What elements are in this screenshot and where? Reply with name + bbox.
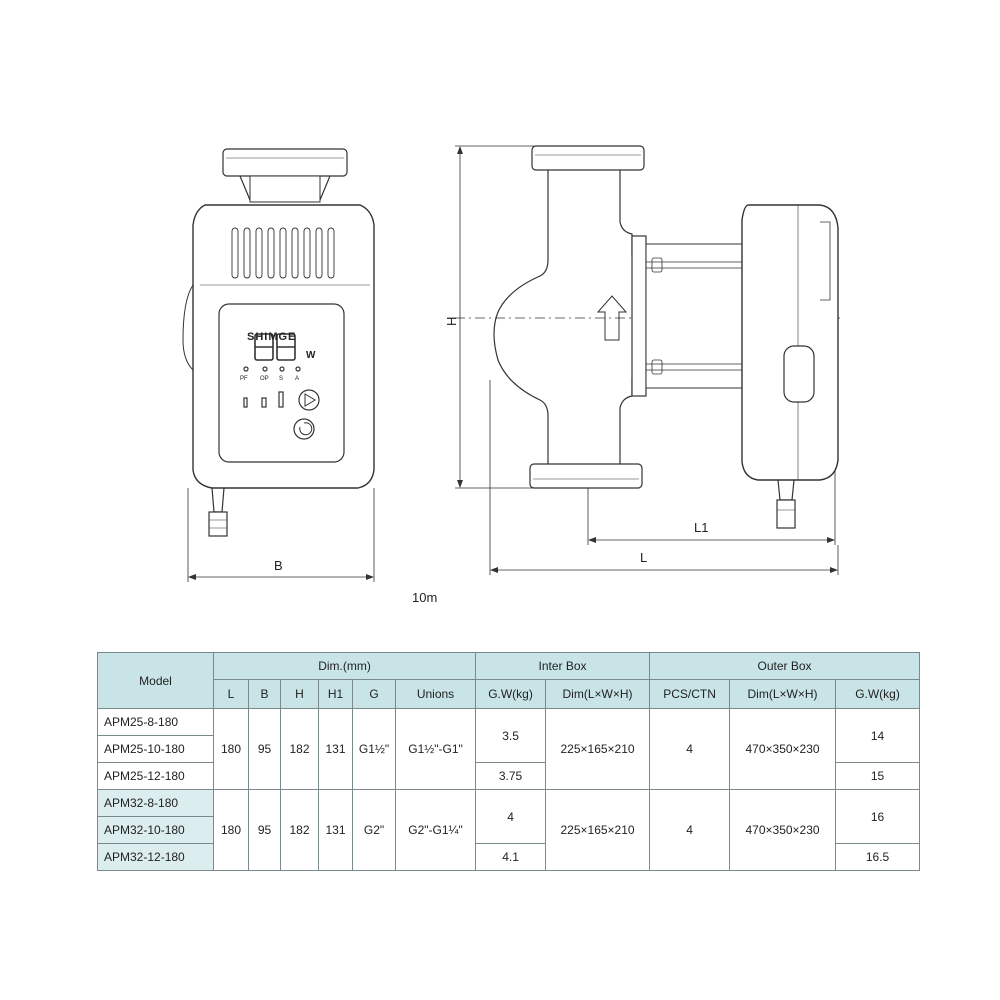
inter-dim-cell: 225×165×210 — [545, 789, 651, 871]
pump-technical-drawing: SHIMGE 888 W PF OP S A B — [182, 145, 840, 582]
inter-gw-cell: 3.5 — [475, 708, 547, 763]
model-cell: APM32-10-180 — [97, 816, 214, 844]
col-unions: Unions — [394, 679, 477, 709]
outer-dim-cell: 470×350×230 — [729, 789, 837, 871]
h1-cell: 131 — [318, 789, 353, 871]
l-cell: 180 — [213, 708, 249, 790]
front-view — [182, 148, 375, 537]
scale-note: 10m — [412, 590, 438, 605]
outer-gw-cell: 16 — [835, 789, 921, 844]
inter-gw-cell: 4 — [475, 789, 547, 844]
dimension-h-label: H — [444, 317, 459, 326]
table-row: APM25-10-180 — [97, 735, 920, 763]
panel-display-digits: 888 — [296, 355, 298, 357]
col-b: B — [248, 679, 281, 709]
col-g: G — [352, 679, 396, 709]
outer-gw-cell: 16.5 — [835, 843, 921, 871]
dimension-l-label: L — [640, 550, 647, 565]
dimension-b-label: B — [274, 558, 283, 573]
group-apm32: APM32-8-180 180 95 182 131 G2" G2"-G1¼" … — [97, 789, 921, 871]
outer-dim-cell: 470×350×230 — [729, 708, 837, 790]
pcs-cell: 4 — [649, 708, 731, 790]
indicator-op: OP — [260, 376, 269, 382]
table-row: APM32-12-180 4.1 16.5 — [97, 843, 921, 871]
inter-dim-cell: 225×165×210 — [545, 708, 651, 790]
panel-brand-text: SHIMGE — [247, 331, 296, 343]
dimension-l1 — [587, 470, 836, 545]
col-outer-dim: Dim(L×W×H) — [729, 679, 837, 709]
col-inter-dim: Dim(L×W×H) — [545, 679, 651, 709]
col-pcs-ctn: PCS/CTN — [649, 679, 731, 709]
header-dim: Dim.(mm) — [212, 652, 477, 680]
model-cell: APM32-8-180 — [97, 789, 214, 817]
side-view — [455, 145, 840, 529]
table-row: APM32-10-180 — [97, 816, 920, 844]
h-cell: 182 — [280, 789, 319, 871]
h-cell: 182 — [280, 708, 319, 790]
col-h1: H1 — [318, 679, 353, 709]
b-cell: 95 — [248, 789, 281, 871]
spec-table: Model Dim.(mm) Inter Box Outer Box L B H… — [97, 652, 921, 871]
dimension-l — [489, 380, 839, 575]
model-cell: APM32-12-180 — [97, 843, 214, 871]
b-cell: 95 — [248, 708, 281, 790]
unions-cell: G1½"-G1" — [394, 708, 477, 790]
g-cell: G2" — [352, 789, 396, 871]
inter-gw-cell: 4.1 — [475, 843, 547, 871]
model-cell: APM25-12-180 — [97, 762, 214, 790]
header-outer-box: Outer Box — [649, 652, 921, 680]
dimension-b — [187, 488, 375, 582]
table-row: APM25-12-180 3.75 15 — [97, 762, 921, 790]
l-cell: 180 — [213, 789, 249, 871]
table-row: APM32-8-180 180 95 182 131 G2" G2"-G1¼" … — [97, 789, 921, 871]
group-apm25: APM25-8-180 180 95 182 131 G1½" G1½"-G1"… — [97, 708, 921, 790]
model-cell: APM25-8-180 — [97, 708, 214, 736]
col-inter-gw: G.W(kg) — [475, 679, 547, 709]
col-h: H — [280, 679, 319, 709]
outer-gw-cell: 15 — [835, 762, 921, 790]
dimension-h — [455, 145, 535, 489]
unions-cell: G2"-G1¼" — [394, 789, 477, 871]
dimension-l1-label: L1 — [694, 520, 708, 535]
indicator-s: S — [279, 376, 283, 382]
panel-display-unit: W — [306, 350, 316, 361]
model-cell: APM25-10-180 — [97, 735, 214, 763]
indicator-a: A — [295, 376, 299, 382]
indicator-pf: PF — [240, 376, 248, 382]
outer-gw-cell: 14 — [835, 708, 921, 763]
vent-grille — [231, 227, 335, 279]
col-outer-gw: G.W(kg) — [835, 679, 921, 709]
g-cell: G1½" — [352, 708, 396, 790]
table-row: APM25-8-180 180 95 182 131 G1½" G1½"-G1"… — [97, 708, 921, 790]
col-l: L — [213, 679, 249, 709]
pcs-cell: 4 — [649, 789, 731, 871]
header-inter-box: Inter Box — [475, 652, 651, 680]
h1-cell: 131 — [318, 708, 353, 790]
inter-gw-cell: 3.75 — [475, 762, 547, 790]
header-model: Model — [97, 652, 214, 709]
